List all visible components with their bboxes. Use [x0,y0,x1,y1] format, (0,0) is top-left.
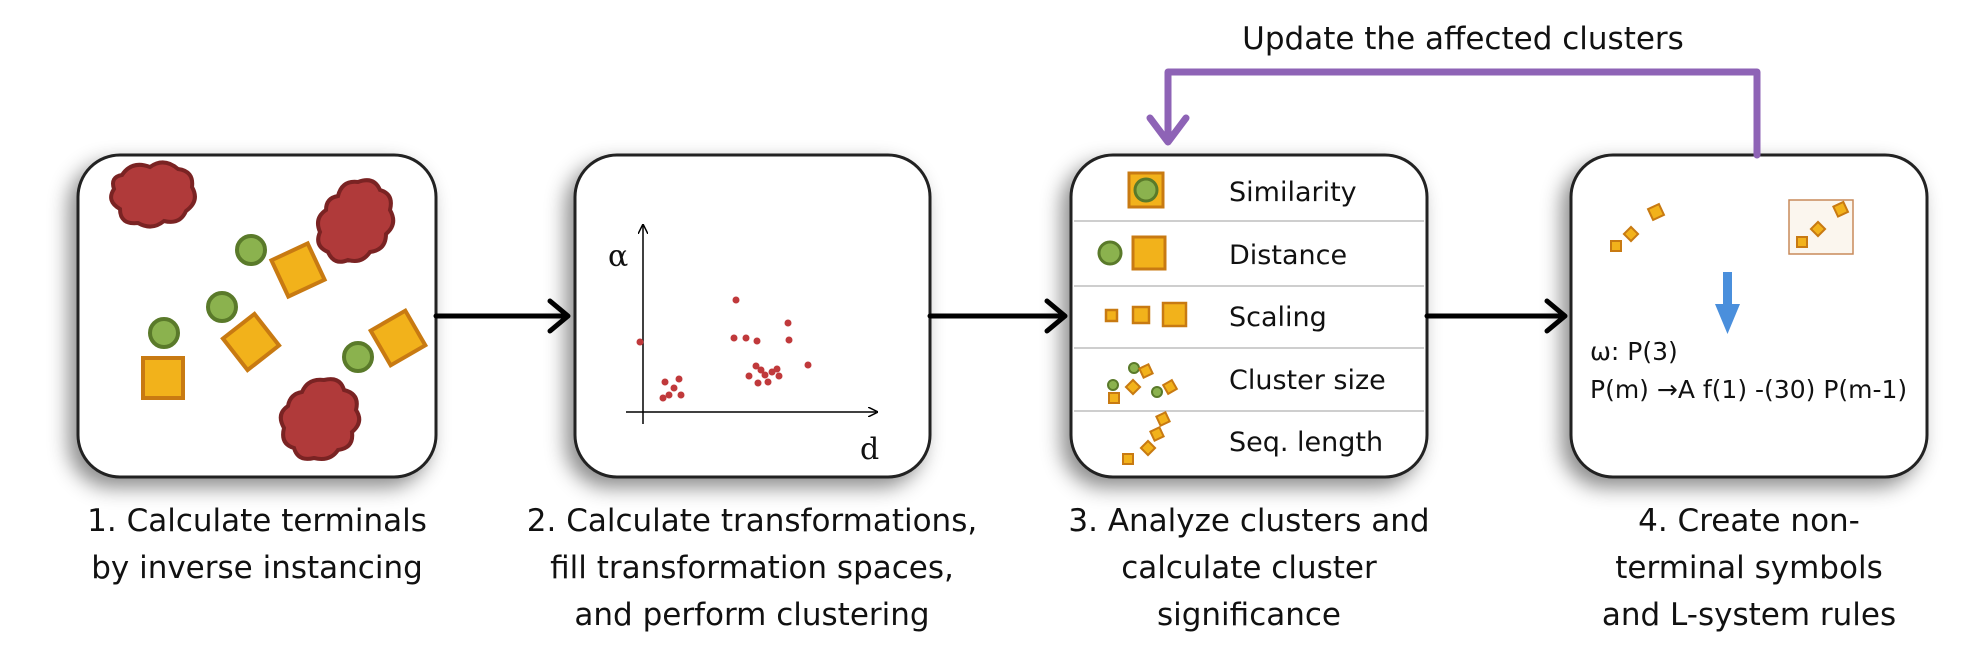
cluster-size-icon [1107,362,1179,404]
step-1-caption: 1. Calculate terminals by inverse instan… [87,503,427,586]
scatter-point [742,334,750,342]
scaling-icon [1104,301,1188,328]
nonterminal-icon [1788,199,1854,255]
step-3-caption: 3. Analyze clusters and calculate cluste… [1068,503,1429,633]
blob-shape [316,178,396,264]
scatter-point [775,372,783,380]
scatter-point [675,375,683,383]
scatter-point [677,391,685,399]
scatter-point [804,361,812,369]
criteria-dividers [1074,220,1424,412]
svg-text:and perform clustering: and perform clustering [574,597,929,633]
circle-shape [206,291,238,323]
distance-icon [1097,235,1167,271]
scatter-point [761,371,769,379]
criterion-label: Scaling [1229,302,1327,333]
production-rule-text: P(m) →A f(1) -(30) P(m-1) [1590,375,1907,404]
square-shape [220,311,282,373]
svg-text:fill transformation spaces,: fill transformation spaces, [550,550,954,586]
svg-text:calculate cluster: calculate cluster [1121,550,1377,586]
sequence-icon [1610,202,1666,252]
panel-terminals [76,153,438,479]
feedback-label: Update the affected clusters [1242,21,1684,57]
scatter-point [753,337,761,345]
criterion-label: Similarity [1229,177,1357,208]
circle-shape [342,341,374,373]
scatter-point [665,391,673,399]
scatter-point [764,378,772,386]
panel-cluster-analysis: Similarity Distance Scaling Cluster size… [1069,153,1429,479]
svg-text:1. Calculate terminals: 1. Calculate terminals [87,503,427,539]
x-axis-label: d [860,432,879,467]
step-2-caption: 2. Calculate transformations, fill trans… [527,503,977,633]
sequence-length-icon [1122,411,1171,465]
scatter-point [785,336,793,344]
circle-shape [148,317,180,349]
scatter-point [757,366,765,374]
scatter-point [670,384,678,392]
criterion-label: Distance [1229,240,1347,271]
panel-transformation-space: α d [573,153,932,479]
scatter-point [659,394,667,402]
svg-text:terminal symbols: terminal symbols [1615,550,1882,586]
svg-text:3. Analyze clusters and: 3. Analyze clusters and [1068,503,1429,539]
scatter-point [784,319,792,327]
svg-text:significance: significance [1157,597,1341,633]
svg-text:4. Create non-: 4. Create non- [1638,503,1860,539]
panel-l-system: ω: P(3) P(m) →A f(1) -(30) P(m-1) [1569,153,1929,479]
flow-arrows [433,298,1568,334]
svg-text:and L-system rules: and L-system rules [1602,597,1896,633]
criterion-label: Seq. length [1229,427,1383,458]
square-shape [141,356,185,400]
scatter-point [752,362,760,370]
scatter-point [732,296,740,304]
axiom-text: ω: P(3) [1590,337,1678,366]
square-shape [367,307,429,369]
scatter-points [636,296,812,402]
scatter-point [636,338,644,346]
svg-text:2. Calculate transformations,: 2. Calculate transformations, [527,503,977,539]
y-axis-label: α [608,239,628,274]
circle-shape [235,234,267,266]
feedback-arrow [1146,68,1761,159]
criterion-label: Cluster size [1229,365,1386,396]
down-arrow-icon [1715,272,1740,334]
similarity-icon [1127,171,1165,209]
square-shape [268,240,328,300]
step-4-caption: 4. Create non- terminal symbols and L-sy… [1602,503,1896,633]
blob-shape [278,377,362,461]
scatter-point [754,379,762,387]
scatter-point [773,365,781,373]
scatter-point [745,372,753,380]
scatter-point [661,378,669,386]
scatter-point [730,334,738,342]
svg-text:by inverse instancing: by inverse instancing [91,550,423,586]
blob-shape [109,160,197,229]
